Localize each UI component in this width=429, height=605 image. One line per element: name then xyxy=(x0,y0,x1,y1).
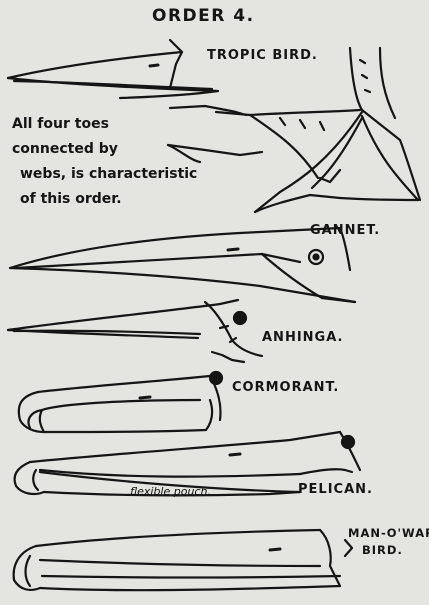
cormorant-bill xyxy=(19,372,222,432)
pelican-label: PELICAN. xyxy=(298,482,373,497)
note-line: All four toes xyxy=(12,112,282,137)
note-line: connected by xyxy=(12,137,282,162)
man-o-war-label-line1: MAN-O'WAR xyxy=(348,526,429,540)
man-o-war-label-line2: BIRD. xyxy=(362,543,403,557)
cormorant-label: CORMORANT. xyxy=(232,380,339,395)
tropic-bird-bill xyxy=(8,40,218,98)
gannet-label: GANNET. xyxy=(310,223,380,238)
note-line: webs, is characteristic xyxy=(20,162,282,187)
pelican-pouch-label: flexible pouch. xyxy=(130,485,211,498)
anhinga-label: ANHINGA. xyxy=(262,330,343,345)
tropic-bird-label: TROPIC BIRD. xyxy=(207,48,318,63)
man-o-war-bird-bill xyxy=(14,530,352,590)
page-title: ORDER 4. xyxy=(152,6,255,26)
note-line: of this order. xyxy=(20,187,282,212)
anhinga-bill xyxy=(8,300,262,362)
order-characteristic-note: All four toes connected by webs, is char… xyxy=(12,112,282,212)
gannet-bill xyxy=(10,228,355,302)
